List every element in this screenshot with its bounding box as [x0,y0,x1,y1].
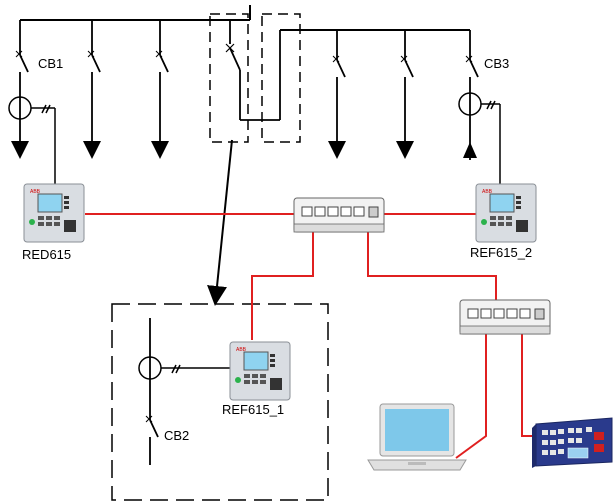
network-links [85,213,540,459]
feeder-2 [83,20,101,159]
svg-text:ABB: ABB [236,347,247,353]
feeder-5 [396,30,414,159]
current-transformer-icon [8,96,56,185]
bus-coupler-box-left [209,13,249,143]
protection-relay-icon: ABB [475,183,537,243]
svg-text:ABB: ABB [30,189,41,195]
ethernet-switch-icon [293,197,385,233]
busbar-left [20,5,251,21]
feed-arrow [207,139,233,306]
cb3-label: CB3 [484,56,509,71]
cb2-label: CB2 [164,428,189,443]
laptop-icon [367,403,467,471]
ref615-1-label: REF615_1 [222,402,284,417]
circuit-breaker-icon [15,50,23,58]
source-arrow [463,142,477,158]
lower-feeder [145,318,159,465]
svg-text:ABB: ABB [482,189,493,195]
red615-label: RED615 [22,247,71,262]
protection-relay-icon: ABB [229,341,291,401]
current-transformer-icon [458,92,501,185]
bus-coupler-box-right [261,13,301,143]
bus-coupler [225,20,281,121]
cb1-label: CB1 [38,56,63,71]
relay-test-set-icon [532,417,613,468]
ref615-2-label: REF615_2 [470,245,532,260]
current-transformer-icon [138,356,232,380]
protection-relay-icon: ABB [23,183,85,243]
feeder-cb1 [11,20,29,159]
feeder-4 [328,30,346,159]
ethernet-switch-icon [459,299,551,335]
feeder-3 [151,20,169,159]
bay-box [111,303,329,501]
